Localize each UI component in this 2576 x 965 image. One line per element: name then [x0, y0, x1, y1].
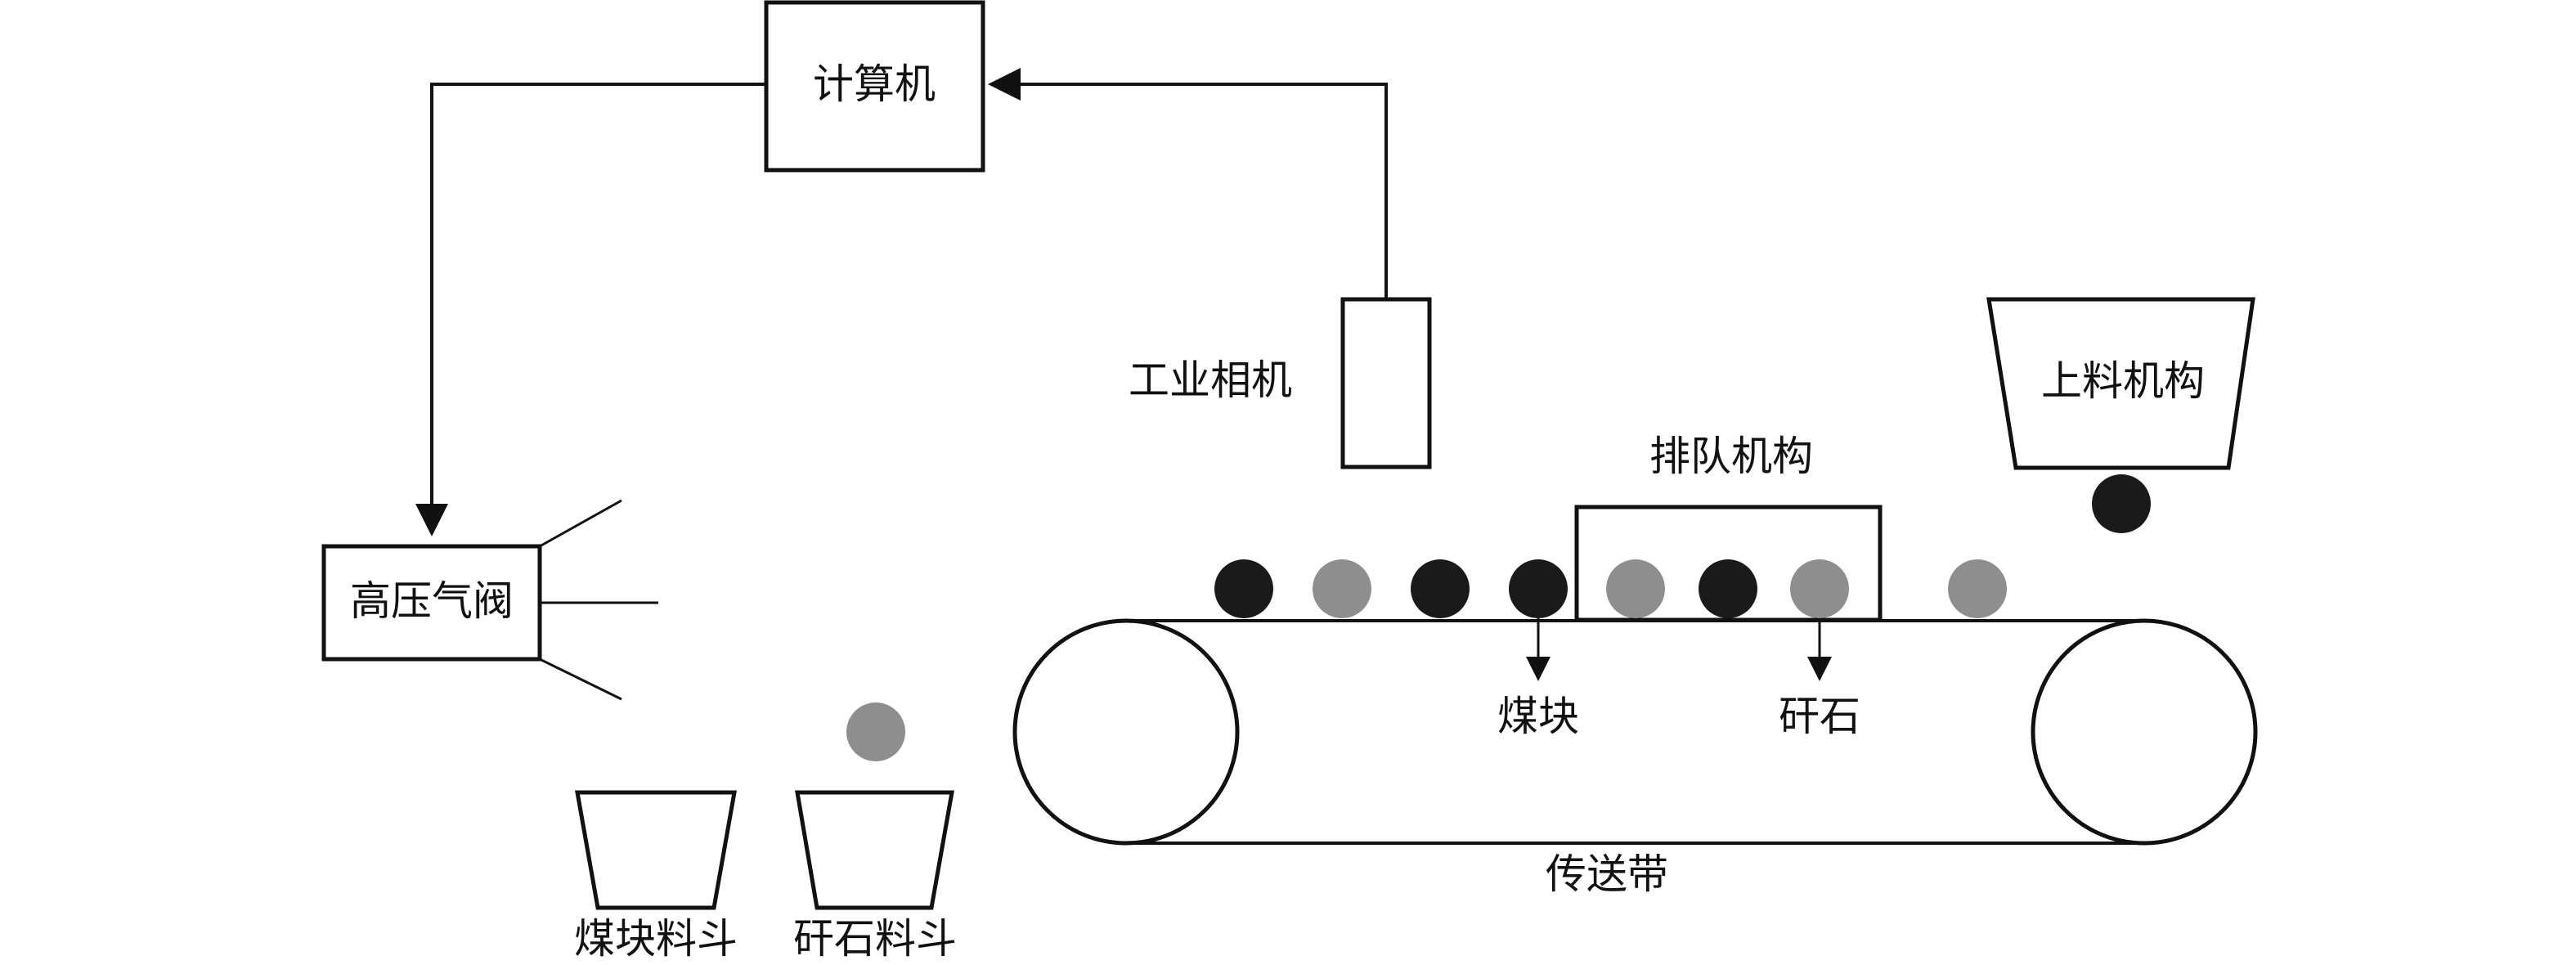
computer-block: 计算机	[764, 0, 985, 173]
feeder-coal-particle	[2092, 474, 2151, 533]
conveyor-gangue-particle-4	[1948, 559, 2007, 618]
falling-gangue-particle	[846, 702, 905, 761]
conveyor-belt: 传送带	[1012, 618, 2258, 898]
conveyor-coal-particle-1	[1214, 559, 1273, 618]
conveyor-gangue-particle-1	[1313, 559, 1371, 618]
computer-label: 计算机	[813, 61, 936, 108]
conveyor-left-roller	[1012, 618, 1240, 846]
feeder-label: 上料机构	[2041, 357, 2205, 405]
conveyor-coal-particle-3	[1509, 559, 1568, 618]
conveyor-coal-particle-4	[1699, 559, 1757, 618]
conveyor-particles	[1214, 559, 2007, 618]
high-pressure-valve: 高压气阀	[321, 499, 658, 701]
coal-hopper-label: 煤块料斗	[574, 915, 738, 963]
coal-hopper: 煤块料斗	[574, 790, 738, 963]
conveyor-gangue-particle-3	[1790, 559, 1849, 618]
gangue-hopper-label: 矸石料斗	[793, 915, 957, 963]
coal-label: 煤块	[1497, 693, 1579, 740]
feeder-mechanism: 上料机构	[1986, 297, 2255, 533]
computer-to-valve-line	[415, 83, 766, 536]
coal-indicator: 煤块	[1497, 618, 1579, 740]
camera-label: 工业相机	[1129, 357, 1292, 404]
conveyor-coal-particle-2	[1411, 559, 1470, 618]
gangue-indicator: 矸石	[1779, 618, 1860, 740]
conveyor-gangue-particle-2	[1606, 559, 1665, 618]
valve-nozzle-top	[539, 499, 622, 548]
gangue-hopper: 矸石料斗	[793, 790, 957, 963]
valve-label: 高压气阀	[350, 577, 514, 625]
conveyor-right-roller	[2031, 618, 2258, 846]
camera-to-computer-line	[988, 68, 1388, 298]
conveyor-label: 传送带	[1546, 851, 1668, 898]
queue-label: 排队机构	[1649, 433, 1813, 480]
industrial-camera: 工业相机	[1129, 297, 1432, 469]
valve-nozzle-bottom	[539, 658, 622, 701]
gangue-label: 矸石	[1779, 693, 1860, 740]
